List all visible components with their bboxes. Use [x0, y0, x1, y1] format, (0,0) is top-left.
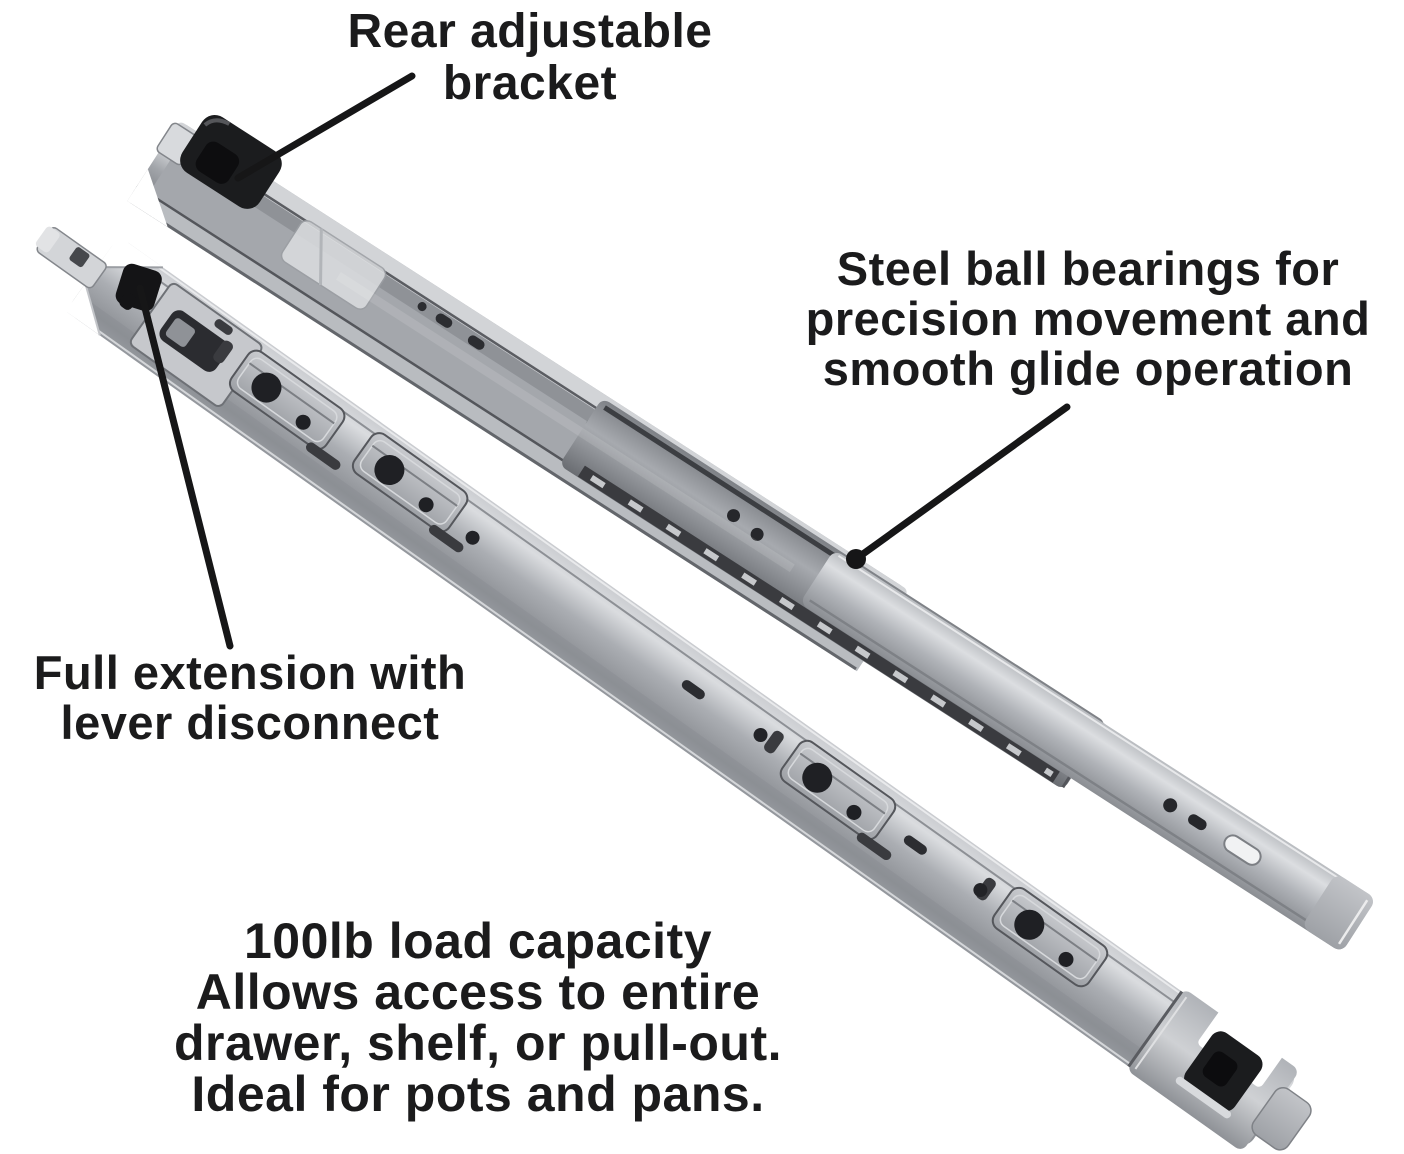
bevel-edge [84, 283, 101, 336]
hole [973, 883, 988, 898]
arrow-dot [846, 549, 866, 569]
callout-line: drawer, shelf, or pull-out. [173, 1015, 782, 1071]
bearing-windows [589, 475, 1054, 777]
cam-emboss [787, 747, 889, 833]
front-bevel [96, 236, 163, 268]
drawer-slide-bottom [35, 226, 1312, 1151]
slot [214, 319, 233, 335]
callout-line: Allows access to entire [195, 964, 761, 1020]
hole [465, 530, 480, 545]
callout-ball-bearings: Steel ball bearings for precision moveme… [758, 244, 1404, 394]
callout-line: bracket [442, 57, 618, 110]
callout-full-extension: Full extension with lever disconnect [0, 648, 530, 748]
slot [467, 335, 485, 350]
callout-line: Ideal for pots and pans. [191, 1066, 765, 1122]
hole [417, 302, 427, 312]
ball-bearing-retainer [577, 465, 1060, 783]
inner-tip [1304, 876, 1373, 950]
slot [213, 340, 233, 364]
bracket-notch [1202, 1051, 1238, 1087]
callout-line: precision movement and [805, 292, 1371, 345]
mounting-cam-plate [351, 432, 469, 553]
mounting-cam-plate [764, 730, 897, 861]
bottom-shade [67, 294, 1246, 1141]
slot [856, 832, 892, 861]
slot [903, 835, 927, 855]
cam-hole-small [295, 414, 311, 430]
callout-arrow-full-extension [136, 284, 234, 650]
cam-emboss [236, 357, 338, 443]
bracket-highlight [203, 118, 231, 127]
callout-arrows [136, 72, 1071, 650]
junction-highlight [1134, 996, 1188, 1070]
keyhole-tab [165, 318, 195, 347]
callout-load-capacity: 100lb load capacity Allows access to ent… [138, 916, 818, 1120]
cam-emboss [999, 894, 1101, 980]
mounting-cam-plate [213, 340, 346, 470]
edge-highlight [144, 257, 1212, 1017]
tongue-notch [69, 247, 90, 268]
slot [435, 313, 453, 328]
callout-arrow-ball-bearings [852, 403, 1071, 563]
reflection-streak [335, 272, 795, 573]
callout-line: Rear adjustable [347, 5, 713, 58]
cam-hole-large [251, 372, 282, 403]
callout-arrow-rear-bracket [234, 72, 416, 182]
slot [1188, 814, 1207, 831]
lever-tail [119, 292, 137, 310]
hole [1163, 798, 1178, 813]
rear-adjustable-bracket-bottom [1175, 1031, 1263, 1119]
callout-line: Full extension with [33, 646, 467, 699]
mounting-cam-plate [976, 877, 1109, 988]
tongue-tip [35, 226, 60, 253]
cam-hole-small [846, 804, 862, 820]
tip-highlight [1338, 899, 1369, 945]
drawer-slide-top [127, 115, 1373, 950]
cam-emboss [359, 439, 461, 525]
edge-highlight [837, 554, 1371, 900]
member-junction [1127, 990, 1184, 1068]
cam-hole-large [374, 455, 405, 486]
cam-hole-large [802, 762, 833, 793]
cam-hole-small [418, 497, 434, 513]
front-bevel [65, 283, 100, 336]
bottom-highlight [76, 314, 1228, 1134]
callout-line: 100lb load capacity [243, 913, 713, 969]
callout-line: Steel ball bearings for [836, 242, 1340, 295]
rear-adjustable-bracket [180, 115, 282, 209]
slot [764, 730, 784, 754]
callout-line: lever disconnect [60, 696, 440, 749]
tip-bevel [127, 169, 168, 228]
slot [681, 680, 705, 700]
hole [727, 509, 741, 523]
clip-edge [319, 228, 323, 286]
bracket-notch [195, 141, 240, 184]
oval-mounting-slot [1223, 834, 1262, 866]
rear-end-tab [1251, 1086, 1312, 1151]
slot [306, 442, 341, 470]
callout-rear-bracket: Rear adjustable bracket [230, 6, 830, 110]
edge-shade [809, 599, 1339, 942]
latch-plate [129, 282, 263, 408]
cam-hole-small [1058, 951, 1074, 967]
hole [753, 728, 768, 743]
hole [750, 527, 764, 541]
callout-line: smooth glide operation [822, 342, 1354, 395]
slot [428, 524, 464, 553]
outer-bottom-lip [127, 185, 867, 672]
bottom-edge [130, 200, 857, 671]
cam-hole-large [1014, 909, 1045, 940]
bracket-highlight [1175, 1076, 1232, 1119]
